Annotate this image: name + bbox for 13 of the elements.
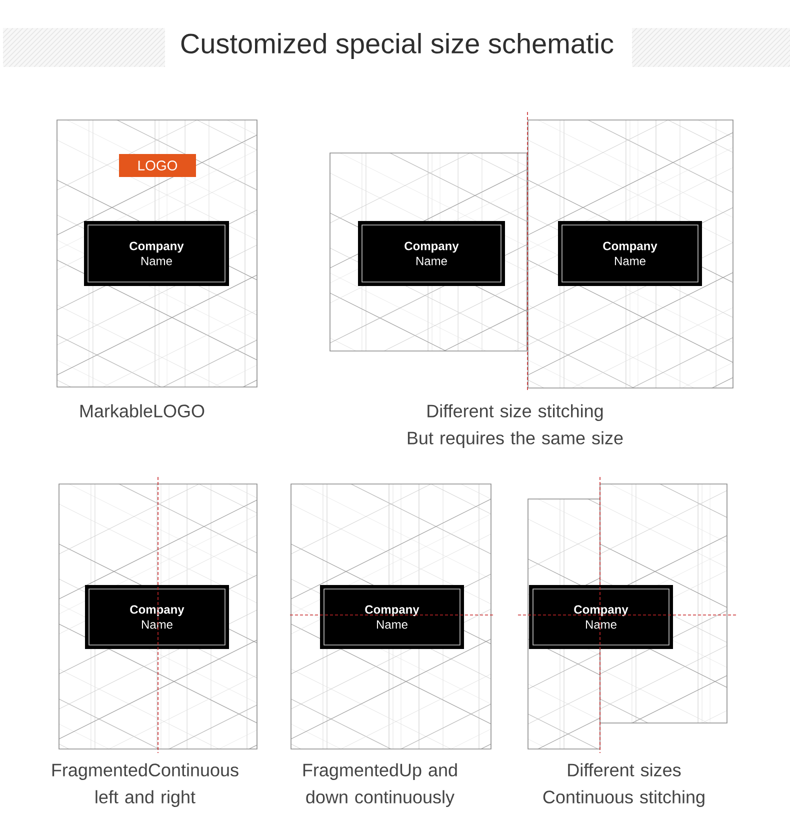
- title: Customized special size schematic: [181, 32, 614, 60]
- name-plate: Company Name: [358, 221, 505, 286]
- caption: Different size stitching But requires the same size: [408, 404, 623, 448]
- caption: FragmentedUp and down continuously: [303, 763, 457, 807]
- caption: MarkableLOGO: [80, 404, 204, 418]
- name-plate: Company Name: [320, 585, 464, 649]
- name-plate: Company Name: [529, 585, 673, 649]
- caption: FragmentedContinuous left and right: [52, 763, 238, 807]
- caption: Different sizes Continuous stitching: [543, 763, 704, 807]
- name-plate: Company Name: [84, 221, 229, 286]
- name-plate: Company Name: [85, 585, 229, 649]
- name-plate: Company Name: [558, 221, 702, 286]
- placeholder-tag: LOGO: [119, 154, 196, 177]
